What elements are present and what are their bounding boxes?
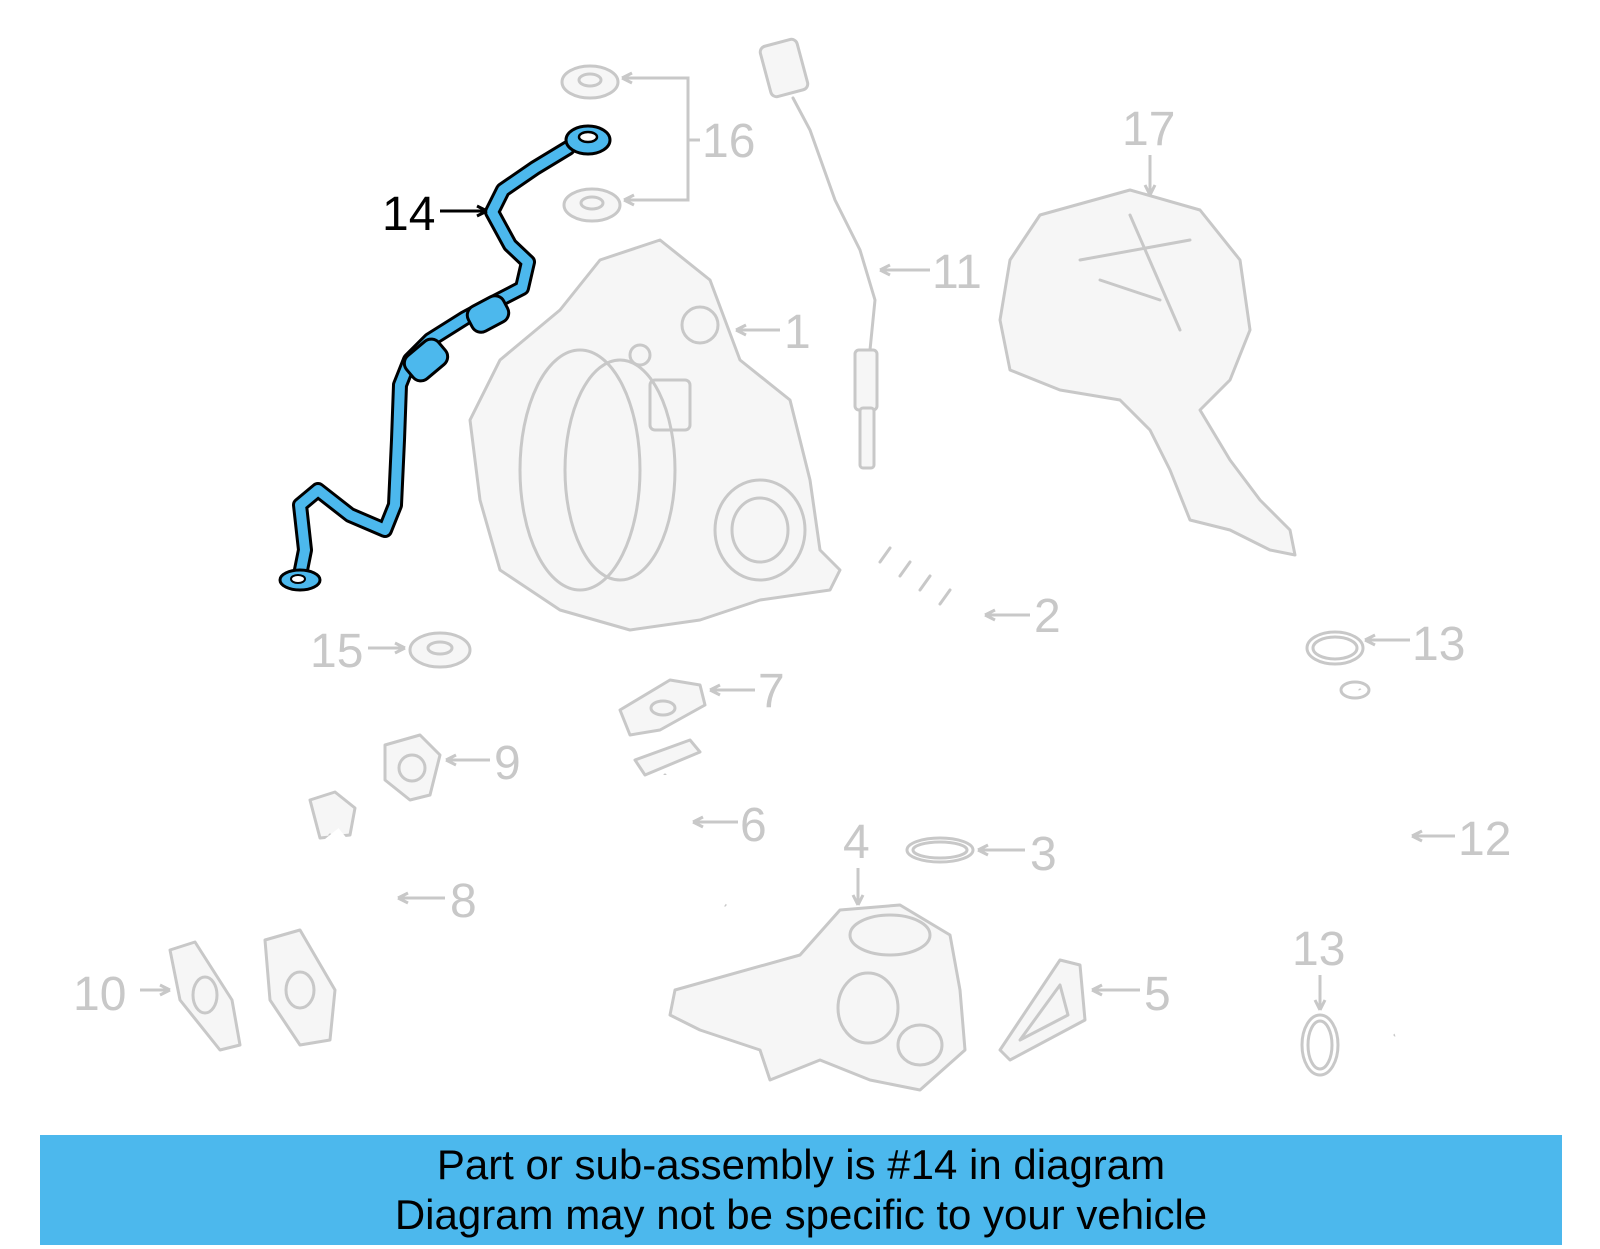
callout-6: 6 (740, 799, 767, 852)
part-9-gasket[interactable]: 9 (383, 733, 521, 802)
part-1-turbocharger[interactable]: 1 (468, 238, 842, 632)
callout-1: 1 (784, 306, 811, 359)
callout-5: 5 (1144, 968, 1171, 1021)
part-5-gasket[interactable]: 5 (998, 958, 1171, 1062)
callout-11: 11 (932, 246, 982, 299)
part-16-washers[interactable]: 16 (560, 64, 755, 223)
part-14-oil-feed-line[interactable]: 14 (278, 124, 612, 592)
part-10-gasket[interactable]: 10 (73, 940, 242, 1052)
part-4-housing[interactable]: 4 (668, 816, 967, 1092)
part-7-gasket[interactable]: 7 (618, 665, 785, 737)
part-2-stud[interactable]: 2 (874, 544, 1061, 643)
part-13-upper-oring[interactable]: 13 (1305, 618, 1465, 671)
callout-14: 14 (382, 188, 435, 241)
callout-15: 15 (310, 625, 363, 678)
part-11-sensor[interactable]: 11 (758, 37, 982, 470)
part-12-pipe[interactable]: 12 (1339, 680, 1511, 1042)
callout-8: 8 (450, 875, 477, 928)
callout-13a: 13 (1412, 618, 1465, 671)
callout-4: 4 (843, 816, 870, 869)
part-17-heat-shield[interactable]: 17 (998, 103, 1297, 557)
callout-10: 10 (73, 968, 126, 1021)
callout-2: 2 (1034, 590, 1061, 643)
banner-line-2: Diagram may not be specific to your vehi… (394, 1191, 1208, 1238)
callout-7: 7 (758, 665, 785, 718)
part-3-oring[interactable]: 3 (905, 828, 1057, 881)
part-6-pipe[interactable]: 6 (633, 738, 767, 912)
callout-13b: 13 (1292, 923, 1345, 976)
callout-3: 3 (1030, 828, 1057, 881)
callout-12: 12 (1458, 813, 1511, 866)
part-13-lower-oring[interactable]: 13 (1292, 923, 1345, 1077)
banner-line-1: Part or sub-assembly is #14 in diagram (436, 1141, 1166, 1188)
part-15-washer[interactable]: 15 (310, 625, 472, 678)
info-banner: Part or sub-assembly is #14 in diagram D… (40, 1135, 1562, 1245)
callout-16: 16 (702, 115, 755, 168)
callout-9: 9 (494, 737, 521, 790)
part-8-pipe[interactable]: 8 (263, 790, 477, 1047)
callout-17: 17 (1122, 103, 1175, 156)
